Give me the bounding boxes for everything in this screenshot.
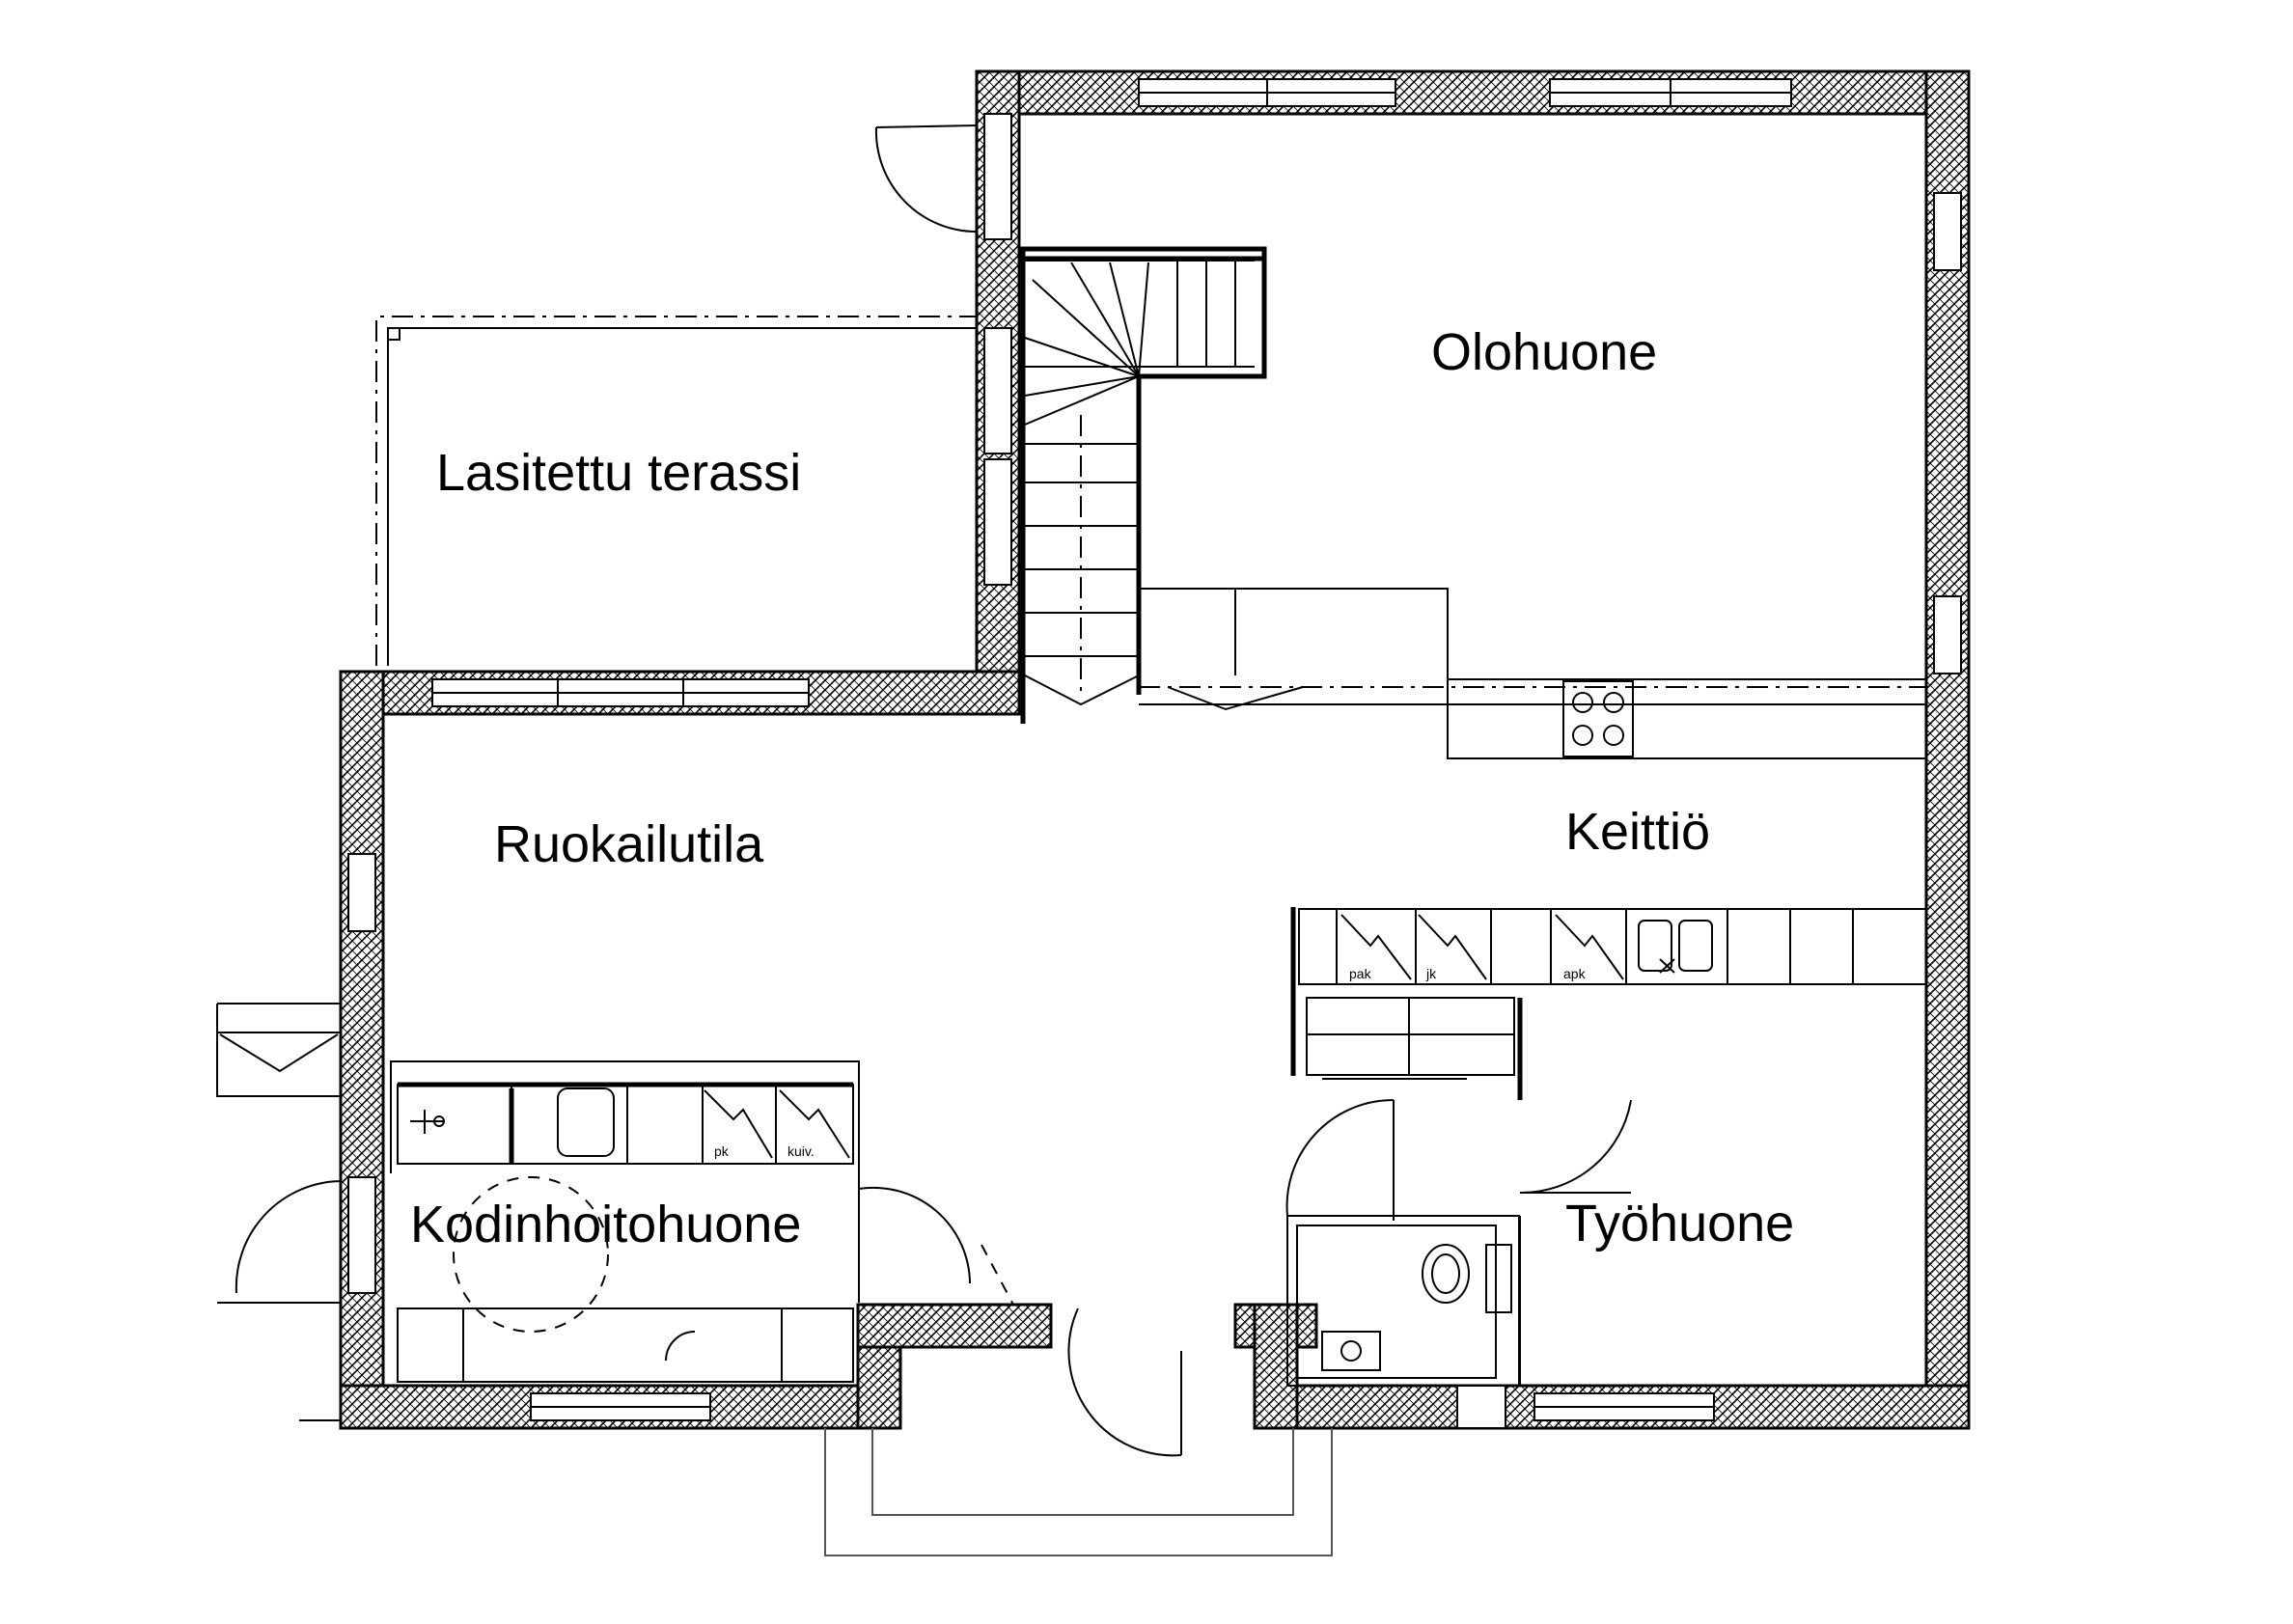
inner-wall-lines (381, 112, 1928, 1388)
room-label-tyohuone: Työhuone (1565, 1195, 1794, 1252)
kitchen-fixtures: pak jk apk (1290, 675, 1927, 1100)
room-label-olohuone: Olohuone (1431, 323, 1657, 381)
room-label-lasitettu-terassi: Lasitettu terassi (436, 444, 801, 502)
washer-label: pk (714, 1143, 730, 1159)
windows (347, 78, 1962, 1429)
freezer-label: apk (1563, 966, 1587, 981)
entrance-platform (824, 1428, 1333, 1556)
dishwasher-label: pak (1349, 966, 1372, 981)
staircase (1020, 246, 1926, 724)
side-entrance (216, 1003, 342, 1421)
room-label-ruokailutila: Ruokailutila (494, 815, 764, 873)
fridge-label: jk (1425, 966, 1437, 981)
glazed-terrace (375, 316, 977, 666)
utility-room: pk kuiv. (390, 1060, 971, 1383)
dryer-label: kuiv. (787, 1143, 815, 1159)
wc-room (1286, 1215, 1520, 1387)
room-label-kodinhoitohuone: Kodinhoitohuone (410, 1196, 801, 1253)
interior-doors (981, 1098, 1632, 1457)
room-label-keittio: Keittiö (1565, 803, 1710, 861)
terrace-door (874, 124, 978, 233)
